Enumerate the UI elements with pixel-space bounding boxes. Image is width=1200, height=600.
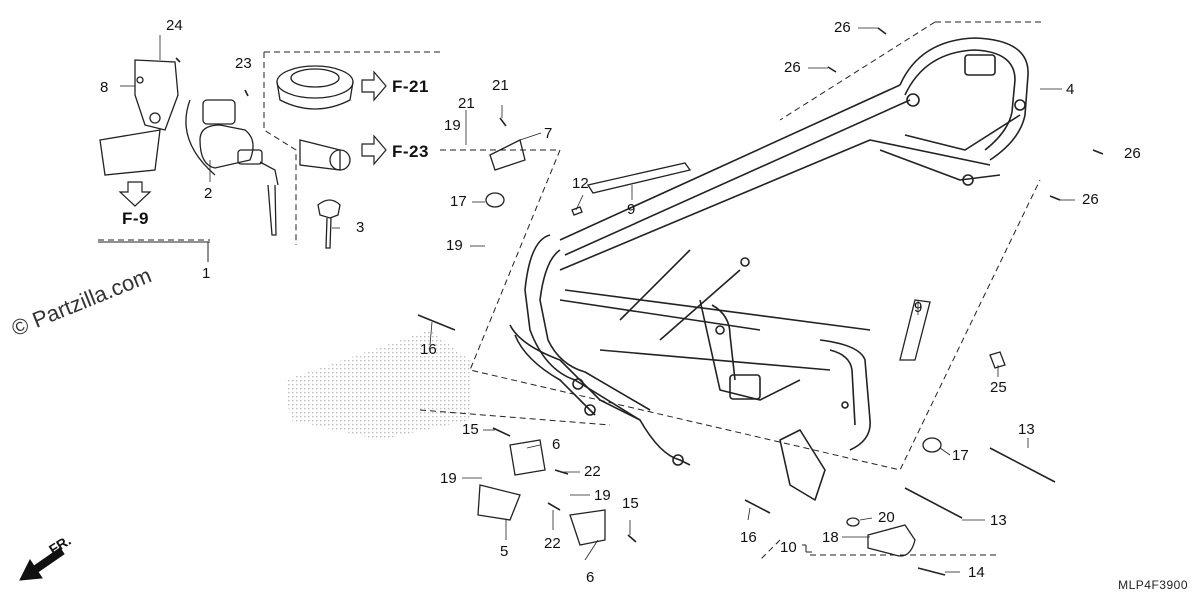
callout-16a: 16	[420, 341, 437, 358]
callout-1: 1	[202, 265, 211, 282]
callout-13a: 13	[1018, 421, 1035, 438]
callout-19a: 19	[444, 117, 461, 134]
callout-6b: 6	[586, 569, 595, 586]
callout-26c: 26	[1124, 145, 1141, 162]
callout-9a: 9	[627, 201, 636, 218]
callout-20: 20	[878, 509, 895, 526]
callout-10: 10	[780, 539, 797, 556]
callout-6a: 6	[552, 436, 561, 453]
callout-24: 24	[166, 17, 183, 34]
callout-19c: 19	[440, 470, 457, 487]
callout-17a: 17	[450, 193, 467, 210]
ref-f21: F-21	[392, 77, 429, 96]
callout-3: 3	[356, 219, 365, 236]
callout-25: 25	[990, 379, 1007, 396]
callout-15a: 15	[462, 421, 479, 438]
callout-13b: 13	[990, 512, 1007, 529]
key	[317, 199, 341, 249]
ref-f23: F-23	[392, 142, 429, 161]
callout-19b: 19	[446, 237, 463, 254]
callout-21a: 21	[492, 77, 509, 94]
callout-26b: 26	[784, 59, 801, 76]
callout-4: 4	[1066, 81, 1075, 98]
ref-f9: F-9	[122, 209, 149, 228]
callout-18: 18	[822, 529, 839, 546]
callout-21b: 21	[458, 95, 475, 112]
callout-7: 7	[544, 125, 553, 142]
shadow-area	[285, 330, 470, 440]
leader-lines	[120, 27, 1075, 573]
callout-5: 5	[500, 543, 509, 560]
bolts	[175, 27, 1104, 576]
callout-14: 14	[968, 564, 985, 581]
callout-16b: 16	[740, 529, 757, 546]
reference-arrows	[118, 70, 387, 207]
callout-17b: 17	[952, 447, 969, 464]
callout-8: 8	[100, 79, 109, 96]
diagram-code: MLP4F3900	[1118, 578, 1188, 592]
callout-12: 12	[572, 175, 589, 192]
front-arrow	[19, 547, 65, 581]
callout-19d: 19	[594, 487, 611, 504]
callout-26a: 26	[834, 19, 851, 36]
callout-22a: 22	[584, 463, 601, 480]
callout-2: 2	[204, 185, 213, 202]
bracket-lines	[98, 241, 812, 553]
callout-23: 23	[235, 55, 252, 72]
main-frame	[509, 37, 1029, 501]
small-parts	[477, 139, 1006, 557]
callout-9b: 9	[914, 299, 923, 316]
fuel-cap	[276, 65, 354, 110]
callout-15b: 15	[622, 495, 639, 512]
ignition-switch-assembly	[99, 59, 279, 236]
callout-26d: 26	[1082, 191, 1099, 208]
callout-22b: 22	[544, 535, 561, 552]
cap-lock-cylinder	[299, 139, 351, 171]
